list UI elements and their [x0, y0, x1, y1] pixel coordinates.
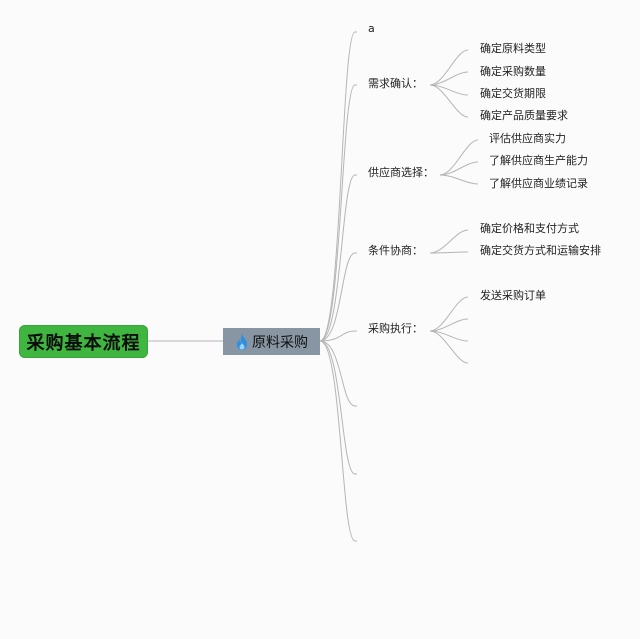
branch-connector: [319, 252, 356, 342]
branch-connector: [319, 31, 356, 342]
leaf-connector: [429, 71, 469, 86]
branch-connector: [319, 330, 356, 342]
branch-label-negotiation[interactable]: 条件协商：: [368, 244, 423, 257]
branch-connector: [319, 340, 356, 542]
leaf-connector: [429, 330, 469, 364]
root-node[interactable]: 采购基本流程: [19, 325, 148, 358]
branch-connector: [319, 340, 356, 407]
branch-label-supplier-selection[interactable]: 供应商选择：: [368, 166, 434, 179]
leaf-label[interactable]: 确定原料类型: [480, 42, 546, 55]
branch-label-a[interactable]: a: [368, 22, 375, 35]
leaf-connector: [439, 161, 479, 176]
leaf-connector: [429, 251, 469, 254]
leaf-label[interactable]: 确定产品质量要求: [480, 109, 568, 122]
leaf-label[interactable]: 确定交货方式和运输安排: [480, 244, 601, 257]
leaf-connector: [429, 296, 469, 332]
branch-label-requirements[interactable]: 需求确认：: [368, 77, 423, 90]
branch-connector: [319, 340, 356, 475]
leaf-label[interactable]: 评估供应商实力: [489, 132, 566, 145]
leaf-connector: [429, 49, 469, 86]
leaf-connector: [429, 84, 469, 118]
leaf-label[interactable]: 确定交货期限: [480, 87, 546, 100]
branch-connector: [319, 84, 356, 342]
leaf-label[interactable]: 发送采购订单: [480, 289, 546, 302]
leaf-label[interactable]: 确定价格和支付方式: [480, 222, 579, 235]
leaf-connector: [429, 229, 469, 254]
root-node-label: 采购基本流程: [26, 332, 141, 354]
branch-connector: [319, 174, 356, 342]
leaf-label[interactable]: 确定采购数量: [480, 65, 546, 78]
branch-label-execution[interactable]: 采购执行：: [368, 322, 423, 335]
center-node[interactable]: 原料采购: [223, 328, 320, 355]
center-node-label: 原料采购: [252, 334, 308, 351]
leaf-label[interactable]: 了解供应商业绩记录: [489, 177, 588, 190]
flame-icon: [237, 333, 247, 350]
leaf-label[interactable]: 了解供应商生产能力: [489, 154, 588, 167]
leaf-connector: [439, 139, 479, 176]
leaf-connector: [439, 174, 479, 185]
leaf-connector: [429, 318, 469, 332]
